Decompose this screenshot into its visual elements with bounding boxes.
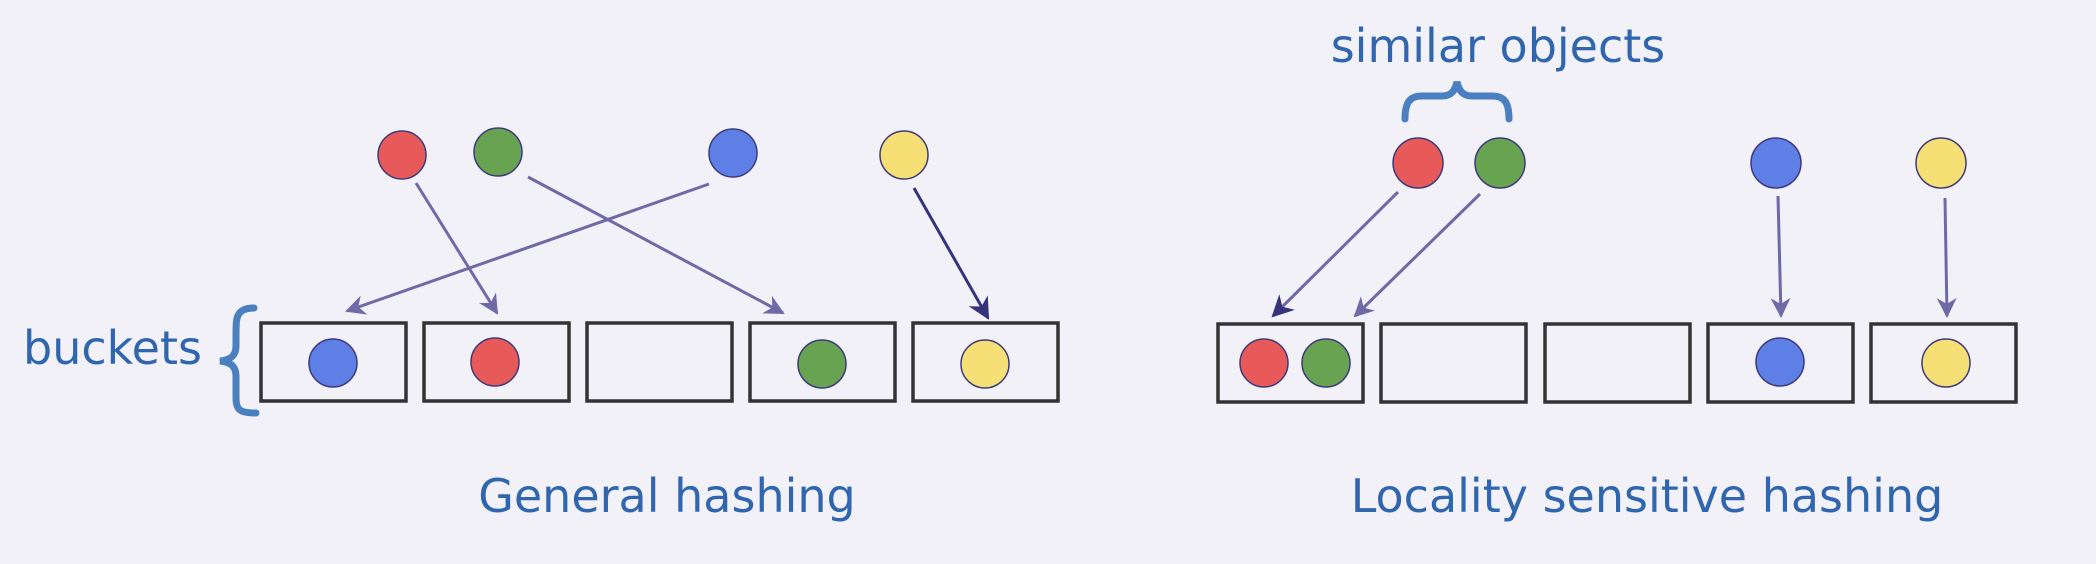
lsh-hash-arrow-blue — [1770, 195, 1791, 318]
input-object-green — [473, 127, 523, 177]
hash-arrow-red — [414, 182, 499, 315]
bucket-3 — [585, 321, 734, 403]
input-object-yellow — [879, 130, 929, 180]
lsh-hash-arrow-red — [1271, 190, 1400, 318]
similar-objects-brace — [1401, 81, 1513, 123]
bucket-object-blue — [308, 338, 358, 388]
bucket-object-yellow — [960, 339, 1010, 389]
input-object-red — [377, 130, 427, 180]
hash-arrow-green — [527, 175, 785, 315]
lsh-input-object-red — [1392, 137, 1444, 189]
bucket-object-red — [470, 337, 520, 387]
lsh-bucket-4 — [1706, 322, 1855, 404]
lsh-bucket-5 — [1869, 322, 2018, 404]
hash-arrow-blue — [345, 182, 710, 315]
bucket-1 — [259, 321, 408, 403]
general-hashing-panel: buckets General hashing — [23, 127, 1060, 523]
lsh-bucket-3 — [1543, 322, 1692, 404]
bucket-5 — [911, 321, 1060, 403]
buckets-brace — [219, 304, 260, 417]
bucket-2 — [422, 321, 571, 403]
lsh-bucket-1 — [1216, 322, 1365, 404]
lsh-hash-arrow-yellow — [1936, 197, 1957, 318]
lsh-bucket-object-green — [1301, 338, 1351, 388]
bucket-4 — [748, 321, 897, 403]
lsh-bucket-2 — [1379, 322, 1528, 404]
lsh-bucket-object-yellow — [1921, 338, 1971, 388]
lsh-input-object-green — [1474, 137, 1526, 189]
lsh-hash-arrow-green — [1353, 192, 1482, 318]
lsh-input-object-blue — [1750, 137, 1802, 189]
input-object-blue — [708, 128, 758, 178]
lsh-bucket-object-blue — [1755, 337, 1805, 387]
similar-objects-label: similar objects — [1331, 19, 1666, 73]
hash-arrow-yellow — [912, 187, 990, 320]
lsh-bucket-object-red — [1239, 338, 1289, 388]
lsh-panel: similar objects Locality sensitive hashi… — [1216, 19, 2018, 523]
general-hashing-caption: General hashing — [478, 469, 856, 523]
lsh-input-object-yellow — [1915, 137, 1967, 189]
bucket-object-green — [797, 339, 847, 389]
lsh-caption: Locality sensitive hashing — [1351, 469, 1944, 523]
buckets-label: buckets — [23, 321, 202, 375]
